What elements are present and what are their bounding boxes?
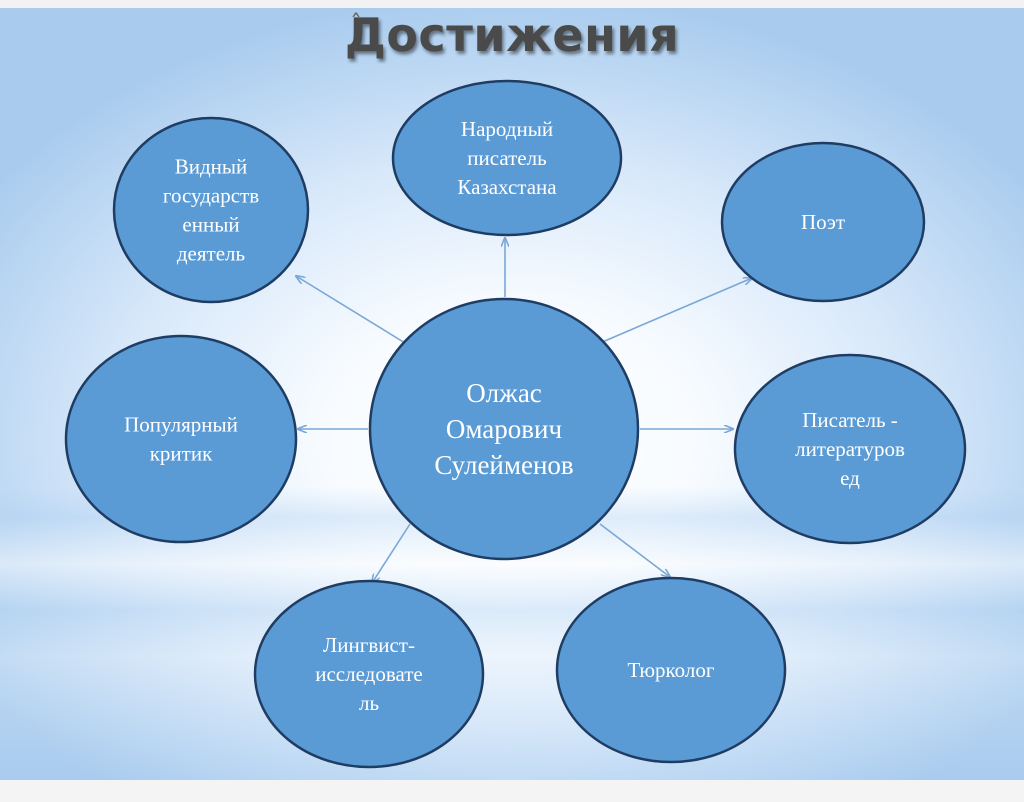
node-label-writer-literary-line-0: Писатель - [802,408,898,432]
node-label-linguist-line-2: ль [359,691,379,715]
node-ellipse-writer-literary [733,353,967,545]
center-label-line-2: Сулейменов [434,450,573,480]
node-label-statesman-line-2: енный [182,213,239,237]
node-linguist: Лингвист-исследовате ль [253,579,485,769]
node-label-statesman-line-1: государств [163,184,259,208]
node-label-writer-literary-line-2: ед [840,466,860,490]
node-ellipse-turkologist [555,576,787,764]
node-turkologist: Тюрколог [555,576,787,764]
center-label-line-0: Олжас [466,378,542,408]
node-label-people-writer-line-1: писатель [467,146,546,170]
node-label-writer-literary-line-1: литературов [795,437,905,461]
title-mark: ˆ [350,10,362,38]
node-label-poet-line-0: Поэт [801,210,845,234]
center-label-line-1: Омарович [446,414,562,444]
node-label-people-writer-line-2: Казахстана [457,175,557,199]
node-poet: Поэт [720,141,926,303]
connector-arrow-linguist [372,523,411,583]
node-ellipse-critic [64,334,298,544]
node-ellipse-poet [720,141,926,303]
connector-arrow-statesman [296,276,406,344]
node-label-statesman-line-3: деятель [177,242,245,266]
node-label-linguist-line-0: Лингвист- [323,633,415,657]
node-label-critic-line-1: критик [150,442,213,466]
node-label-critic-line-0: Популярный [124,413,238,437]
connector-arrow-turkologist [599,523,670,577]
node-ellipse-people-writer [391,79,623,237]
node-label-people-writer-line-0: Народный [461,117,553,141]
node-label-turkologist-line-0: Тюрколог [628,658,715,682]
bottom-strip [0,780,1024,802]
center-node-ellipse [368,297,640,561]
connectors-group [296,238,752,583]
node-statesman: Видный государств енный деятель [112,116,310,304]
node-ellipse-linguist [253,579,485,769]
node-ellipse-statesman [112,116,310,304]
node-label-statesman-line-0: Видный [175,155,248,179]
connector-arrow-poet [599,278,752,344]
node-critic: Популярный критик [64,334,298,544]
node-label-linguist-line-1: исследовате [315,662,423,686]
node-writer-literary: Писатель - литературов ед [733,353,967,545]
page-title: Достижения [344,8,680,62]
